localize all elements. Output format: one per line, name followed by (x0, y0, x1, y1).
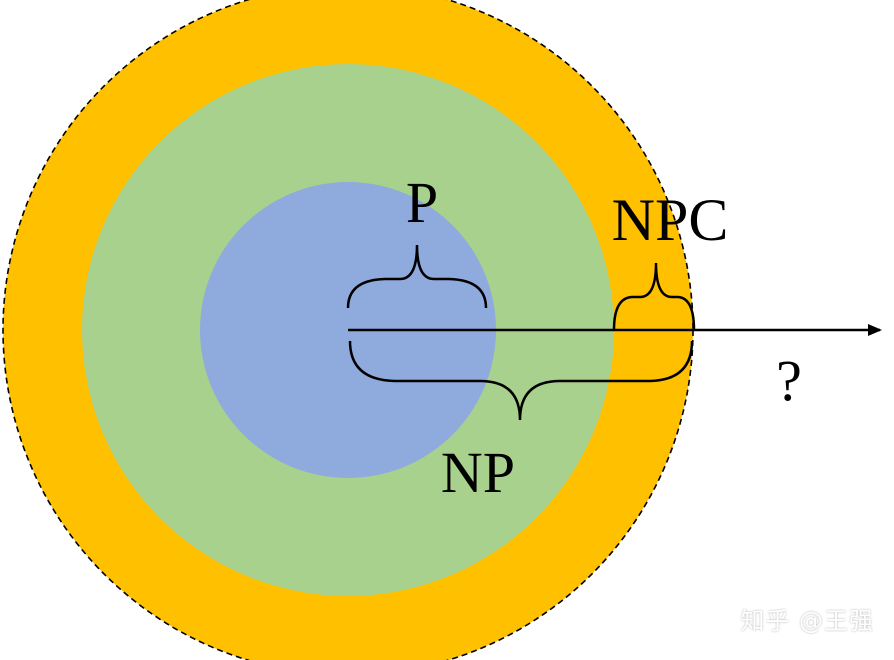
label-p: P (406, 170, 438, 235)
label-npc: NPC (612, 187, 729, 253)
label-np: NP (441, 440, 515, 505)
npc-brace (612, 262, 696, 331)
label-question: ? (776, 348, 802, 413)
p-brace (346, 244, 488, 309)
watermark: 知乎 @王强 (740, 607, 874, 635)
np-brace (348, 340, 694, 421)
